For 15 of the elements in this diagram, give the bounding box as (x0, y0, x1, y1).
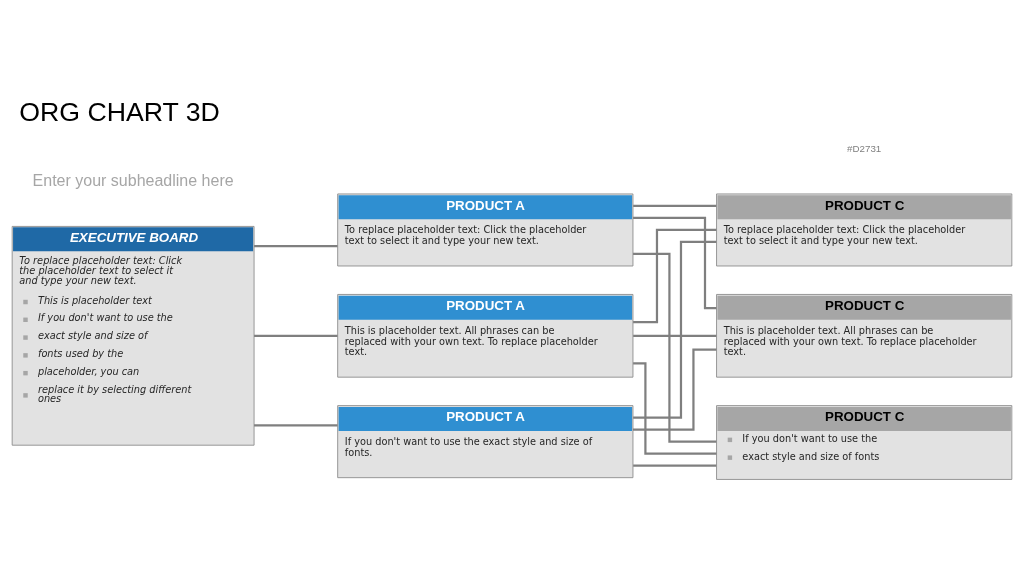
connector (633, 204, 717, 208)
connector (633, 252, 717, 443)
connector (254, 245, 338, 248)
label: #D2731 (847, 142, 882, 154)
connector (633, 334, 717, 337)
connector (633, 240, 717, 419)
label: Enter your subheadline here (32, 171, 234, 189)
connector (633, 464, 717, 467)
connector (633, 216, 717, 310)
connector (633, 362, 717, 455)
connector (254, 334, 338, 337)
connector (632, 348, 717, 431)
diagram-title: ORG CHART 3D (19, 97, 220, 128)
connector (254, 424, 338, 427)
connector (633, 228, 717, 324)
